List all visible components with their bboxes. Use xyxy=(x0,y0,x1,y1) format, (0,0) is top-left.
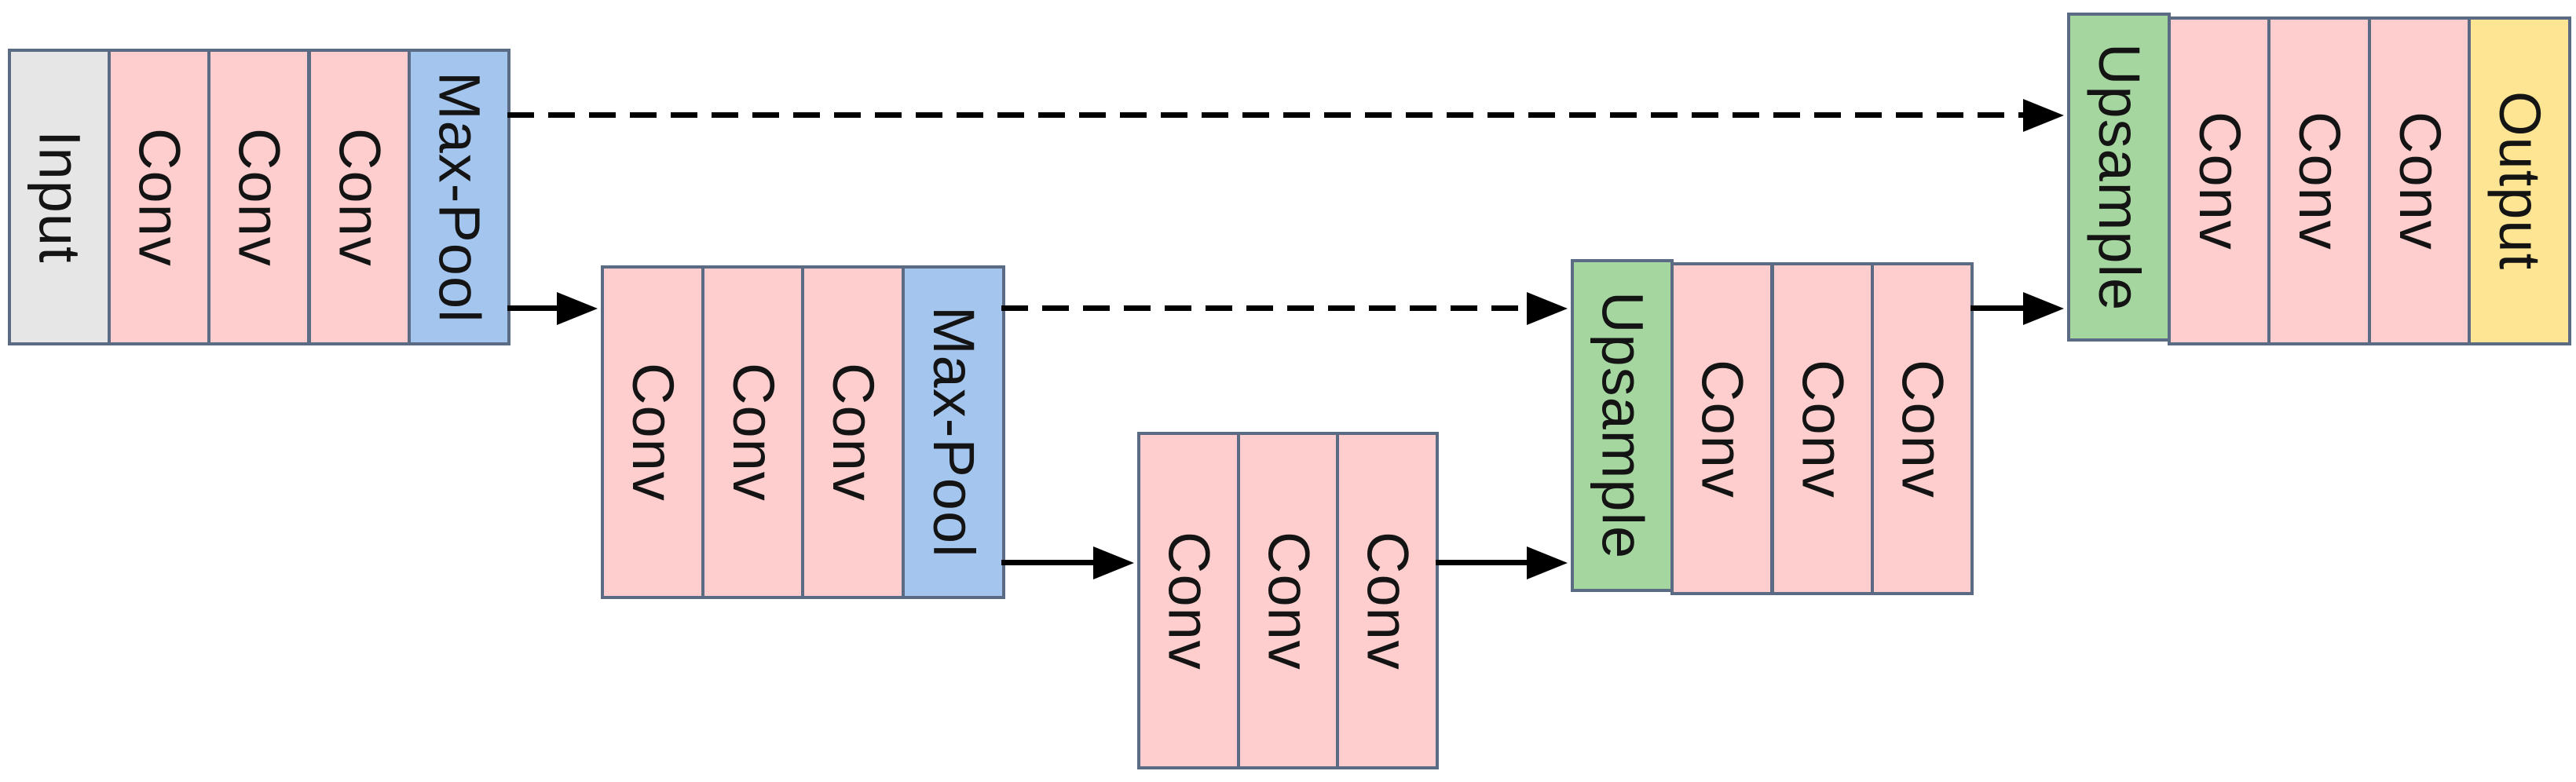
layer-conv: Conv xyxy=(801,265,905,599)
layer-label: Conv xyxy=(1156,531,1222,671)
layer-max-pool: Max-Pool xyxy=(408,49,510,345)
layer-label: Upsample xyxy=(1590,291,1656,560)
layer-label: Max-Pool xyxy=(921,306,986,558)
layer-label: Conv xyxy=(1256,531,1322,671)
layer-conv: Conv xyxy=(1771,262,1874,595)
arrowhead-icon xyxy=(2023,292,2064,325)
layer-max-pool: Max-Pool xyxy=(902,265,1005,599)
layer-conv: Conv xyxy=(1871,262,1974,595)
layer-conv: Conv xyxy=(1670,262,1773,595)
layer-conv: Conv xyxy=(1137,432,1240,769)
layer-input: Input xyxy=(8,49,111,345)
layer-conv: Conv xyxy=(308,49,411,345)
downsample-arrow-2 xyxy=(1001,560,1098,565)
arrowhead-icon xyxy=(1093,546,1134,579)
layer-label: Conv xyxy=(2287,111,2352,250)
layer-upsample: Upsample xyxy=(2067,13,2171,342)
arrowhead-icon xyxy=(1527,292,1568,325)
layer-conv: Conv xyxy=(1237,432,1340,769)
layer-label: Conv xyxy=(1890,359,1956,499)
layer-label: Conv xyxy=(620,363,686,502)
layer-label: Conv xyxy=(1689,359,1755,499)
layer-label: Output xyxy=(2487,91,2552,271)
layer-label: Conv xyxy=(1790,359,1856,499)
layer-conv: Conv xyxy=(601,265,704,599)
layer-label: Conv xyxy=(2187,111,2252,250)
layer-label: Upsample xyxy=(2087,42,2152,312)
layer-conv: Conv xyxy=(108,49,210,345)
layer-conv: Conv xyxy=(2267,16,2371,345)
layer-conv: Conv xyxy=(1336,432,1439,769)
downsample-arrow-1 xyxy=(507,305,562,311)
layer-label: Conv xyxy=(327,127,393,267)
arrowhead-icon xyxy=(1527,546,1568,579)
arrowhead-icon xyxy=(557,292,598,325)
layer-conv: Conv xyxy=(207,49,310,345)
layer-label: Conv xyxy=(126,127,192,267)
layer-label: Conv xyxy=(721,363,786,502)
layer-output: Output xyxy=(2468,16,2571,345)
arrowhead-icon xyxy=(2023,99,2064,132)
skip-connection-arrow-1 xyxy=(507,112,2028,118)
layer-conv: Conv xyxy=(701,265,805,599)
skip-connection-arrow-2 xyxy=(1001,305,1531,311)
layer-label: Max-Pool xyxy=(426,71,492,323)
layer-upsample: Upsample xyxy=(1571,259,1674,592)
layer-label: Conv xyxy=(1355,531,1421,671)
layer-label: Conv xyxy=(821,363,886,502)
upsample-arrow-2 xyxy=(1970,305,2028,311)
layer-conv: Conv xyxy=(2368,16,2472,345)
layer-conv: Conv xyxy=(2168,16,2271,345)
upsample-arrow-1 xyxy=(1436,560,1531,565)
layer-label: Conv xyxy=(226,127,292,267)
layer-label: Input xyxy=(27,130,93,264)
layer-label: Conv xyxy=(2388,111,2453,250)
